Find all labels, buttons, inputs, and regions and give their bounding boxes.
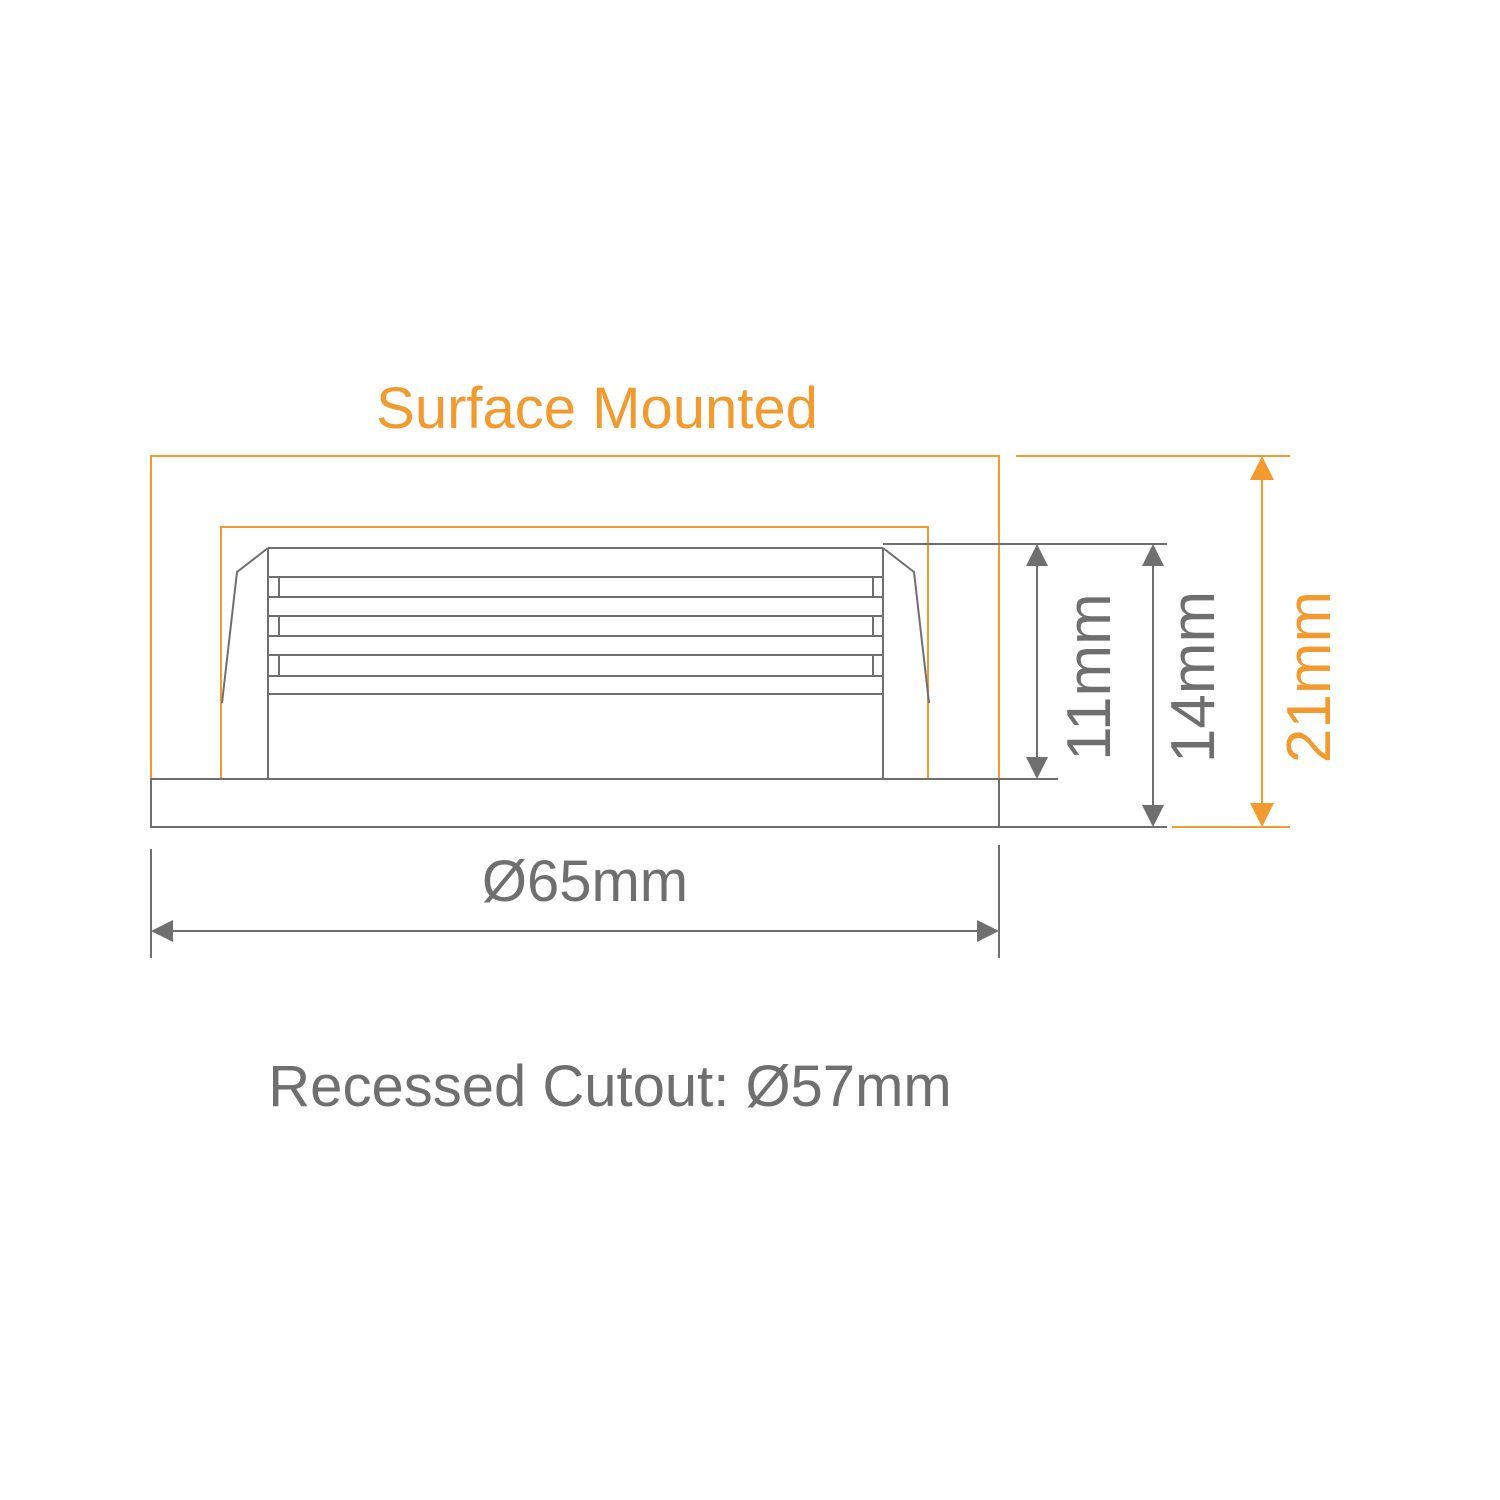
surface-mount-outline <box>150 455 1000 779</box>
dimension-11mm-label: 11mm <box>1055 593 1124 761</box>
recessed-cutout-note: Recessed Cutout: Ø57mm <box>268 1054 951 1119</box>
dimension-diameter-label: Ø65mm <box>482 849 688 914</box>
extension-lines <box>150 543 1167 958</box>
surface-mounted-title: Surface Mounted <box>376 376 818 441</box>
dimension-14mm-label: 14mm <box>1159 591 1228 763</box>
dimension-21mm-label: 21mm <box>1275 591 1344 763</box>
fitting-body <box>221 547 930 779</box>
base-flange <box>150 778 1000 828</box>
extension-lines-orange <box>1016 455 1290 828</box>
